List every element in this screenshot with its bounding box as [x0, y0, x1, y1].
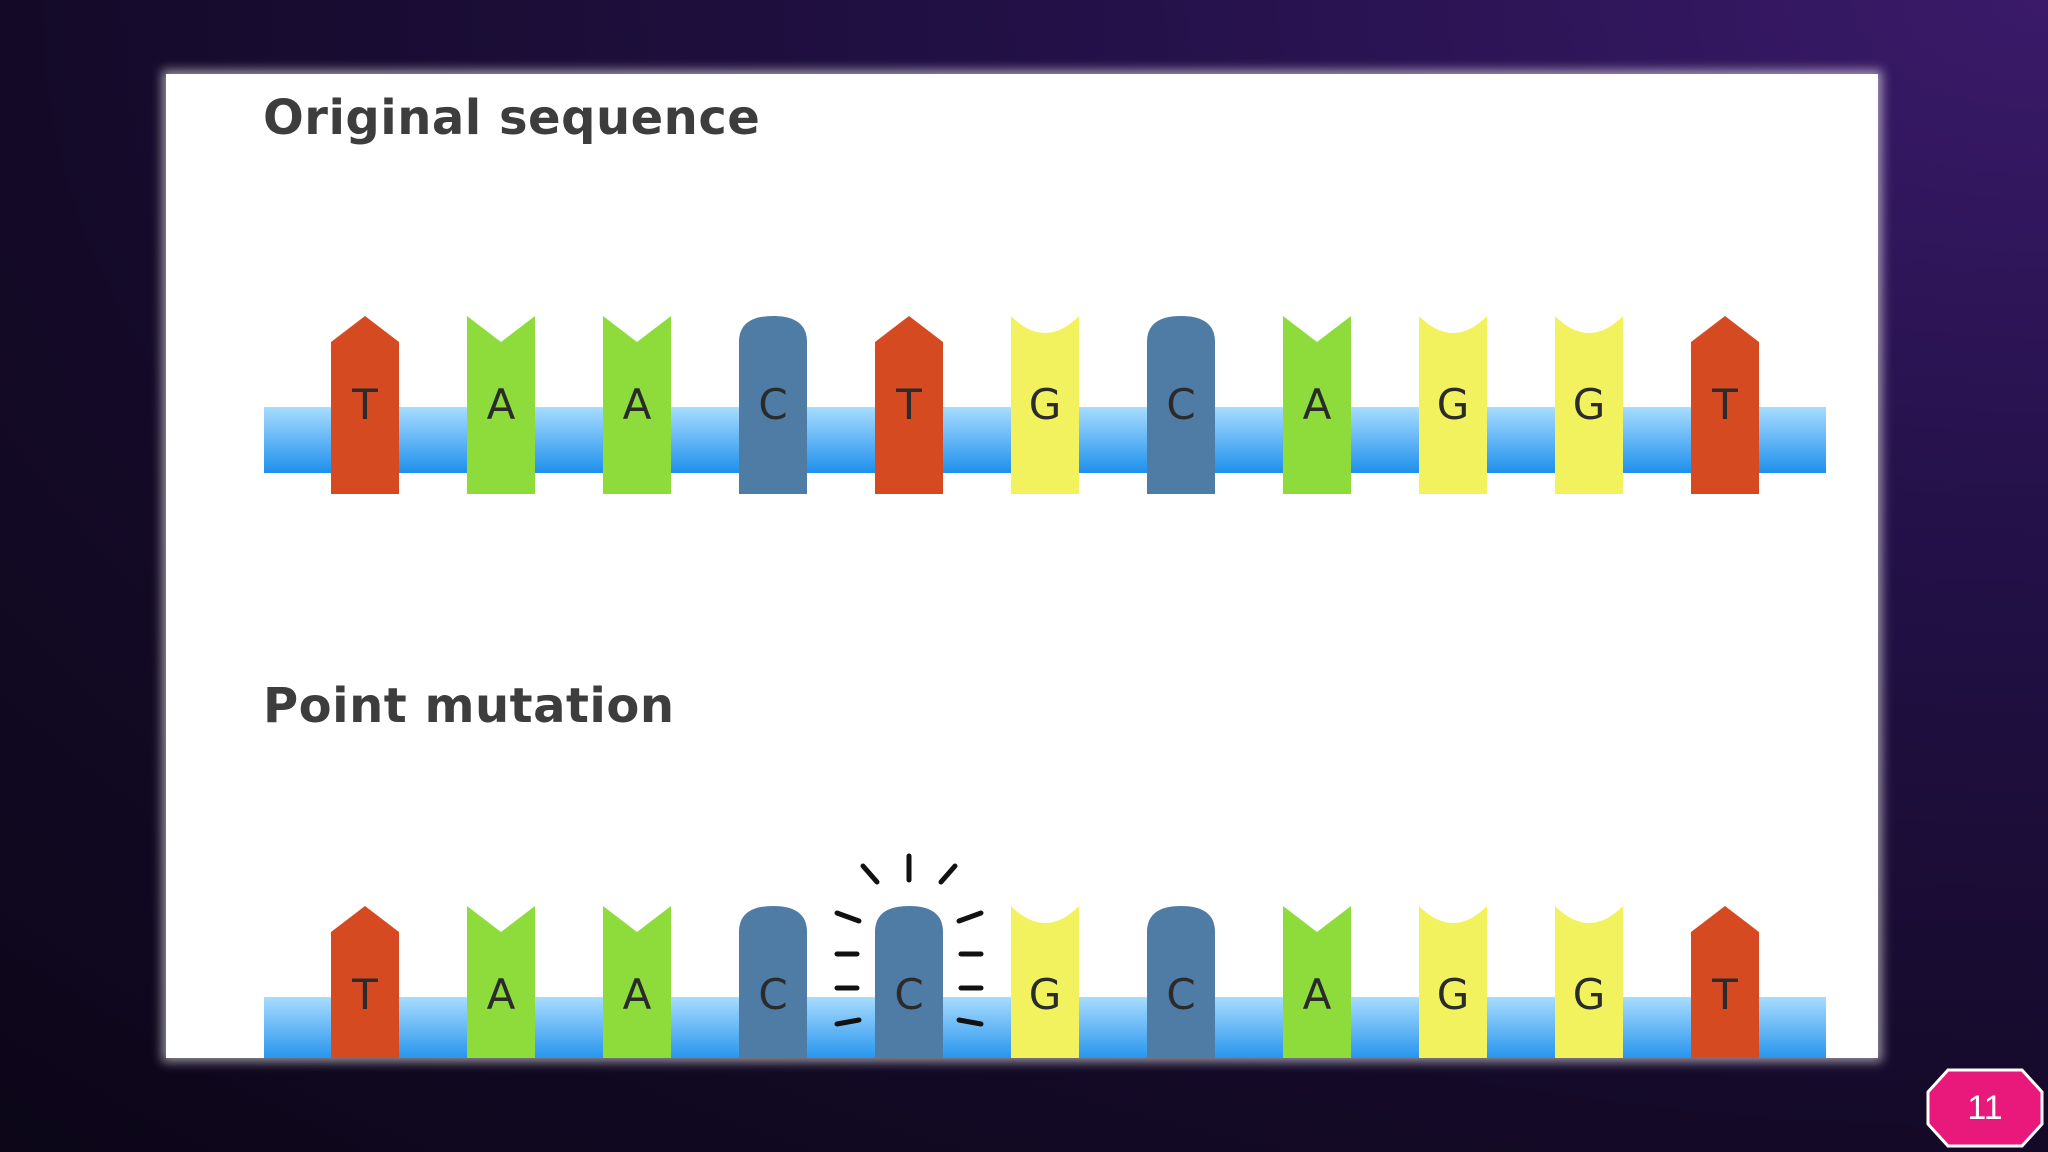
nucleotide-shape — [467, 906, 535, 1058]
nucleotide-adenine: A — [1283, 906, 1351, 1058]
nucleotide-guanine: G — [1555, 316, 1623, 494]
nucleotide-thymine: T — [331, 316, 399, 494]
original-sequence-title: Original sequence — [263, 90, 761, 146]
nucleotide-shape — [739, 906, 807, 1058]
burst-lines-icon — [834, 853, 984, 1027]
nucleotide-letter: T — [895, 380, 922, 429]
nucleotide-shape — [1691, 906, 1759, 1058]
nucleotide-shape — [1555, 906, 1623, 1058]
nucleotide-shape — [1419, 316, 1487, 494]
page-number: 11 — [1967, 1089, 2003, 1127]
nucleotide-shape — [1147, 316, 1215, 494]
nucleotide-letter: T — [351, 970, 378, 1019]
page-number-badge: 11 — [1926, 1068, 2044, 1148]
nucleotide-letter: A — [1303, 970, 1332, 1019]
nucleotide-cytosine: C — [739, 316, 807, 494]
slide-panel: Original sequence T A A C T G C A G G T Point muta… — [166, 74, 1878, 1058]
nucleotide-thymine: T — [1691, 316, 1759, 494]
nucleotide-letter: A — [487, 970, 516, 1019]
nucleotide-letter: T — [1711, 380, 1738, 429]
nucleotide-thymine: T — [875, 316, 943, 494]
nucleotide-adenine: A — [467, 906, 535, 1058]
nucleotide-guanine: G — [1011, 906, 1079, 1058]
nucleotide-shape — [1691, 316, 1759, 494]
nucleotide-shape — [875, 316, 943, 494]
nucleotide-adenine: A — [1283, 316, 1351, 494]
nucleotide-letter: C — [758, 380, 787, 429]
nucleotide-letter: C — [758, 970, 787, 1019]
nucleotide-shape — [1011, 906, 1079, 1058]
nucleotide-letter: A — [1303, 380, 1332, 429]
nucleotide-letter: A — [623, 380, 652, 429]
nucleotide-guanine: G — [1555, 906, 1623, 1058]
nucleotide-cytosine: C — [739, 906, 807, 1058]
nucleotide-adenine: A — [603, 316, 671, 494]
point-mutation-title: Point mutation — [263, 678, 675, 734]
nucleotide-shape — [1555, 316, 1623, 494]
nucleotide-shape — [331, 906, 399, 1058]
nucleotide-letter: T — [1711, 970, 1738, 1019]
nucleotide-shape — [603, 906, 671, 1058]
nucleotide-guanine: G — [1419, 316, 1487, 494]
nucleotide-letter: G — [1029, 380, 1062, 429]
nucleotide-letter: C — [894, 970, 923, 1019]
nucleotide-letter: G — [1573, 970, 1606, 1019]
nucleotide-cytosine: C — [875, 906, 943, 1058]
nucleotide-shape — [1283, 906, 1351, 1058]
nucleotide-shape — [875, 906, 943, 1058]
nucleotide-guanine: G — [1419, 906, 1487, 1058]
nucleotide-shape — [1147, 906, 1215, 1058]
nucleotide-shape — [1419, 906, 1487, 1058]
nucleotide-letter: G — [1437, 970, 1470, 1019]
nucleotide-shape — [603, 316, 671, 494]
nucleotide-thymine: T — [331, 906, 399, 1058]
nucleotide-letter: G — [1437, 380, 1470, 429]
nucleotide-letter: T — [351, 380, 378, 429]
nucleotide-adenine: A — [603, 906, 671, 1058]
nucleotide-guanine: G — [1011, 316, 1079, 494]
nucleotide-cytosine: C — [1147, 316, 1215, 494]
nucleotide-cytosine: C — [1147, 906, 1215, 1058]
nucleotide-letter: A — [623, 970, 652, 1019]
nucleotide-shape — [467, 316, 535, 494]
nucleotide-shape — [331, 316, 399, 494]
nucleotide-shape — [1011, 316, 1079, 494]
nucleotide-letter: C — [1166, 380, 1195, 429]
nucleotide-shape — [739, 316, 807, 494]
nucleotide-thymine: T — [1691, 906, 1759, 1058]
nucleotide-letter: G — [1029, 970, 1062, 1019]
nucleotide-letter: C — [1166, 970, 1195, 1019]
nucleotide-adenine: A — [467, 316, 535, 494]
nucleotide-letter: A — [487, 380, 516, 429]
nucleotide-letter: G — [1573, 380, 1606, 429]
nucleotide-shape — [1283, 316, 1351, 494]
